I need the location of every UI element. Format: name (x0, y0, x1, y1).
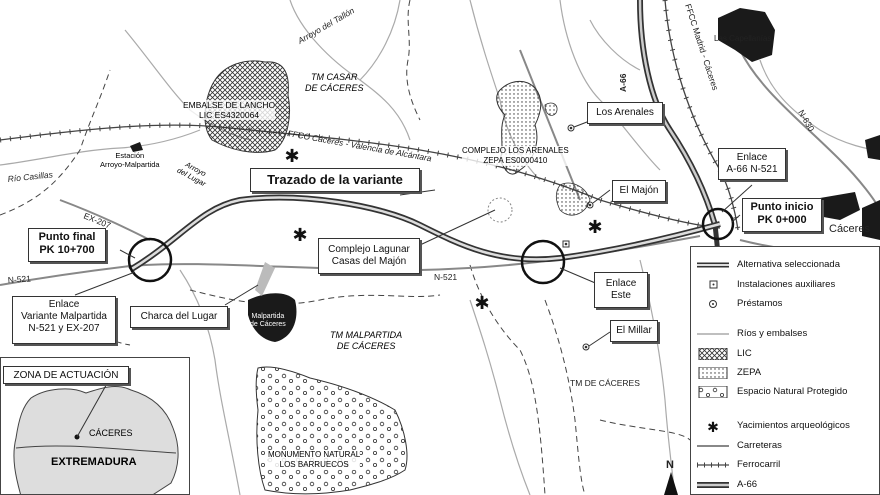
label-embalse: EMBALSE DE LANCHO LIC ES4320064 (183, 100, 276, 120)
double-line-icon (697, 262, 729, 268)
label-malpartida: Malpartida de Cáceres (250, 313, 286, 328)
callout-trazado: Trazado de la variante (250, 168, 420, 192)
label-ffcc-caceres: FFCC Cáceres - Valencia de Alcántara (287, 128, 433, 163)
label-rio-casillas: Río Casillas (7, 169, 54, 184)
asterisk-icon: ✱ (707, 420, 719, 432)
label-caceres: Cáceres (829, 223, 870, 235)
legend-item: Instalaciones auxiliares (697, 278, 879, 292)
label-tm-caceres: TM DE CÁCERES (570, 378, 640, 388)
road-line-icon (697, 445, 729, 447)
inset-region: EXTREMADURA (51, 456, 137, 468)
svg-text:✱: ✱ (707, 420, 719, 432)
legend-item: ZEPA (697, 366, 879, 380)
junction-circle-este (520, 239, 566, 285)
junction-circle-final (127, 237, 173, 283)
callout-los-arenales: Los Arenales (587, 102, 663, 124)
label-a66: A-66 (618, 73, 628, 92)
stone-pattern-icon (698, 386, 728, 398)
callout-enlace-a66: Enlace A-66 N-521 (718, 148, 786, 180)
variante-route (128, 194, 721, 273)
highway-icon (697, 482, 729, 488)
label-las-capellanias: Las Capellanías (714, 34, 771, 43)
charca-del-lugar (255, 262, 275, 296)
label-estacion: Estación Arroyo-Malpartida (100, 151, 160, 169)
inset-title: ZONA DE ACTUACIÓN (3, 366, 129, 384)
callout-punto-final: Punto final PK 10+700 (28, 228, 106, 262)
junction-circle-inicio (701, 207, 735, 241)
legend-item: Préstamos (697, 297, 879, 311)
legend-item: Espacio Natural Protegido (697, 385, 879, 399)
callout-punto-inicio: Punto inicio PK 0+000 (742, 198, 822, 232)
railway-west (0, 122, 721, 231)
svg-text:✱: ✱ (284, 146, 299, 166)
callout-charca: Charca del Lugar (130, 306, 228, 328)
legend-item: LIC (697, 347, 879, 361)
legend-item: Ferrocarril (697, 458, 879, 472)
urban-caceres (818, 192, 860, 220)
svg-text:✱: ✱ (587, 217, 602, 237)
legend-item: Ríos y embalses (697, 327, 879, 341)
svg-text:✱: ✱ (474, 293, 489, 313)
railway-madrid (662, 0, 741, 231)
label-complejo-arenales: COMPLEJO LOS ARENALES ZEPA ES0000410 (462, 146, 569, 166)
circle-dot-icon (709, 300, 717, 308)
archaeological-sites: ✱ ✱ ✱ ✱ (284, 146, 602, 313)
label-n521-west: N-521 (7, 273, 31, 285)
svg-text:✱: ✱ (292, 225, 307, 245)
callout-el-millar: El Millar (610, 320, 658, 342)
urban-capellanias (718, 8, 775, 62)
label-ffcc-madrid: FFCC Madrid - Cáceres (683, 3, 720, 92)
legend-item: ✱ Yacimientos arqueológicos (697, 419, 879, 433)
callout-complejo-lagunar: Complejo Lagunar Casas del Majón (318, 238, 420, 274)
callout-enlace-malpartida: Enlace Variante Malpartida N-521 y EX-20… (12, 296, 116, 344)
legend: Alternativa seleccionada Instalaciones a… (690, 246, 880, 495)
label-arroyo-tallon: Arroyo del Tallón (295, 5, 356, 46)
callout-el-majon: El Majón (612, 180, 666, 202)
crosshatch-icon (698, 348, 728, 360)
legend-item: A-66 (697, 478, 879, 492)
callout-enlace-este: Enlace Este (594, 272, 648, 308)
rail-icon (697, 462, 729, 468)
inset-city: CÁCERES (89, 428, 133, 438)
inset-map: ZONA DE ACTUACIÓN CÁCERES EXTREMADURA (0, 357, 190, 495)
inset-map-shape (13, 379, 179, 494)
legend-item: Carreteras (697, 439, 879, 453)
legend-item: Alternativa seleccionada (697, 258, 879, 272)
square-dot-icon (709, 280, 718, 289)
label-monumento: MONUMENTO NATURAL LOS BARRUECOS (268, 450, 361, 470)
leader-lines (74, 111, 753, 347)
label-tm-casar: TM CASAR DE CÁCERES (305, 72, 364, 93)
label-n521-mid: N-521 (434, 272, 457, 282)
north-arrow-icon (664, 472, 678, 495)
borrow-pits (562, 124, 594, 351)
thin-line-icon (697, 333, 729, 335)
label-tm-malpartida: TM MALPARTIDA DE CÁCERES (330, 330, 403, 351)
dots-icon (698, 367, 728, 379)
label-north: N (666, 459, 674, 471)
barruecos-area (255, 366, 408, 495)
urban-malpartida (248, 293, 297, 342)
